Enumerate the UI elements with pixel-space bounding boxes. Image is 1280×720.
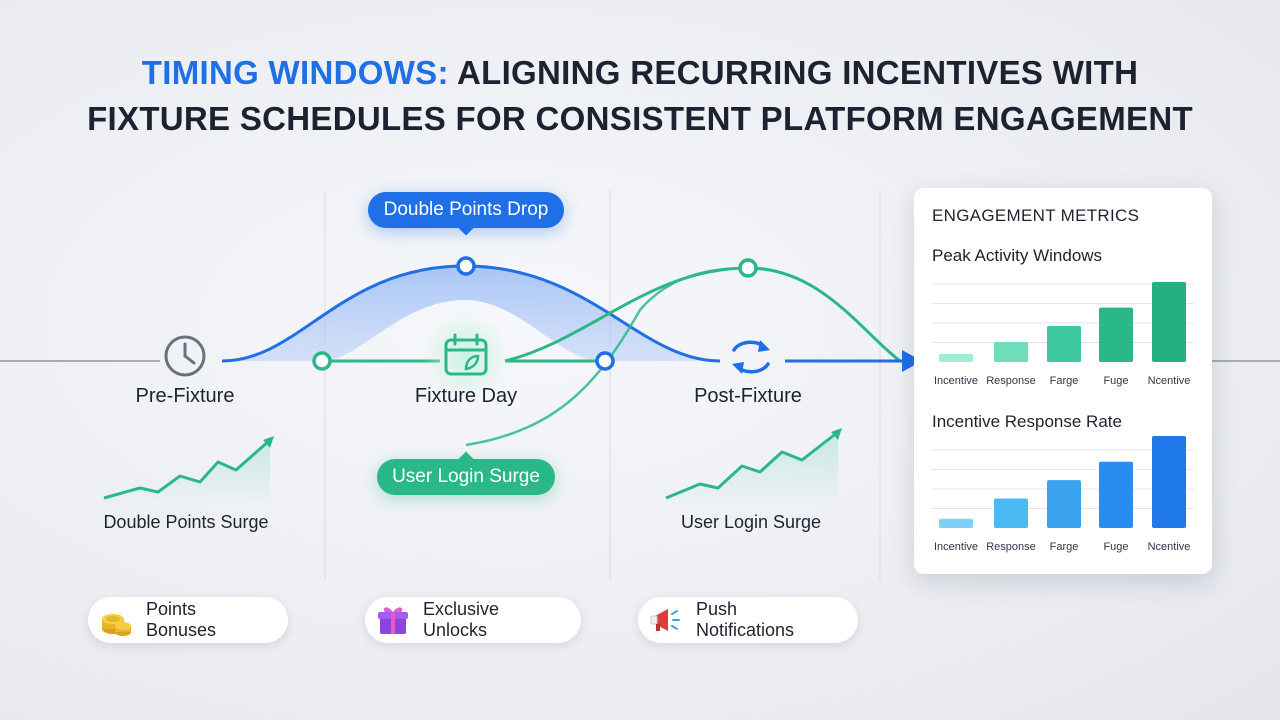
callout-user-login-surge[interactable]: User Login Surge (377, 451, 555, 495)
tick-label: Ncentive (1148, 375, 1191, 387)
chart-title-peak-activity: Peak Activity Windows (932, 246, 1103, 265)
bar-response (994, 342, 1028, 362)
tick-label: Farge (1050, 541, 1079, 553)
bar-farge (1047, 326, 1081, 362)
stage-label-pre-fixture: Pre-Fixture (135, 385, 235, 407)
bar-fuge (1099, 307, 1133, 362)
tick-label: Farge (1050, 375, 1079, 387)
engagement-metrics-panel: ENGAGEMENT METRICS Peak Activity Windows… (914, 188, 1212, 574)
bar-ncentive (1152, 436, 1186, 528)
coins-icon (96, 600, 136, 640)
chip-exclusive-unlocks[interactable]: Exclusive Unlocks (365, 597, 581, 643)
chip-push-notifications[interactable]: Push Notifications (638, 597, 858, 643)
timeline-node[interactable] (456, 256, 476, 276)
tick-label: Response (986, 375, 1036, 387)
callout-double-points-drop[interactable]: Double Points Drop (368, 192, 564, 236)
title-line-1: TIMING WINDOWS: ALIGNING RECURRING INCEN… (0, 50, 1280, 96)
timeline-node[interactable] (312, 351, 332, 371)
chip-label: Exclusive Unlocks (423, 599, 500, 640)
blue-wave-band (222, 266, 720, 361)
bar-chart-peak-activity: Incentive Response Farge Fuge Ncentive (932, 282, 1194, 387)
arrow-head-icon (902, 350, 922, 372)
timeline-node[interactable] (595, 351, 615, 371)
clock-icon (164, 335, 206, 377)
megaphone-icon (646, 600, 686, 640)
gift-icon (373, 600, 413, 640)
title-accent: TIMING WINDOWS: (141, 54, 449, 91)
trend-sparkline-left (103, 436, 274, 505)
green-rise-line (465, 266, 749, 447)
tick-label: Ncentive (1148, 541, 1191, 553)
tick-label: Response (986, 541, 1036, 553)
bar-fuge (1099, 461, 1133, 528)
bar-incentive (939, 354, 973, 362)
chip-points-bonuses[interactable]: Points Bonuses (88, 597, 288, 643)
tick-label: Fuge (1103, 541, 1128, 553)
tick-label: Incentive (934, 375, 978, 387)
trend-label-left: Double Points Surge (103, 512, 269, 532)
callout-label: User Login Surge (392, 466, 540, 487)
page-title: TIMING WINDOWS: ALIGNING RECURRING INCEN… (0, 50, 1280, 142)
trend-label-right: User Login Surge (680, 512, 822, 532)
tick-label: Incentive (934, 541, 978, 553)
stage-label-post-fixture: Post-Fixture (694, 385, 802, 407)
title-line-2: FIXTURE SCHEDULES FOR CONSISTENT PLATFOR… (87, 100, 1193, 137)
bar-chart-incentive-response: Incentive Response Farge Fuge Ncentive (932, 436, 1194, 553)
trend-sparkline-right (665, 428, 842, 505)
refresh-icon (732, 340, 770, 374)
bar-incentive (939, 518, 973, 528)
tick-label: Fuge (1103, 375, 1128, 387)
calendar-icon (422, 312, 510, 400)
bar-response (994, 498, 1028, 528)
chart-title-incentive-response: Incentive Response Rate (932, 412, 1122, 431)
callout-label: Double Points Drop (383, 199, 549, 220)
bar-ncentive (1152, 282, 1186, 362)
title-line-1-rest: ALIGNING RECURRING INCENTIVES WITH (448, 54, 1139, 91)
chip-label: Points Bonuses (146, 599, 217, 640)
panel-title: ENGAGEMENT METRICS (932, 206, 1140, 225)
bar-farge (1047, 480, 1081, 528)
timeline-node[interactable] (738, 258, 758, 278)
stage-label-fixture-day: Fixture Day (414, 385, 518, 407)
chip-label: Push Notifications (696, 599, 795, 640)
